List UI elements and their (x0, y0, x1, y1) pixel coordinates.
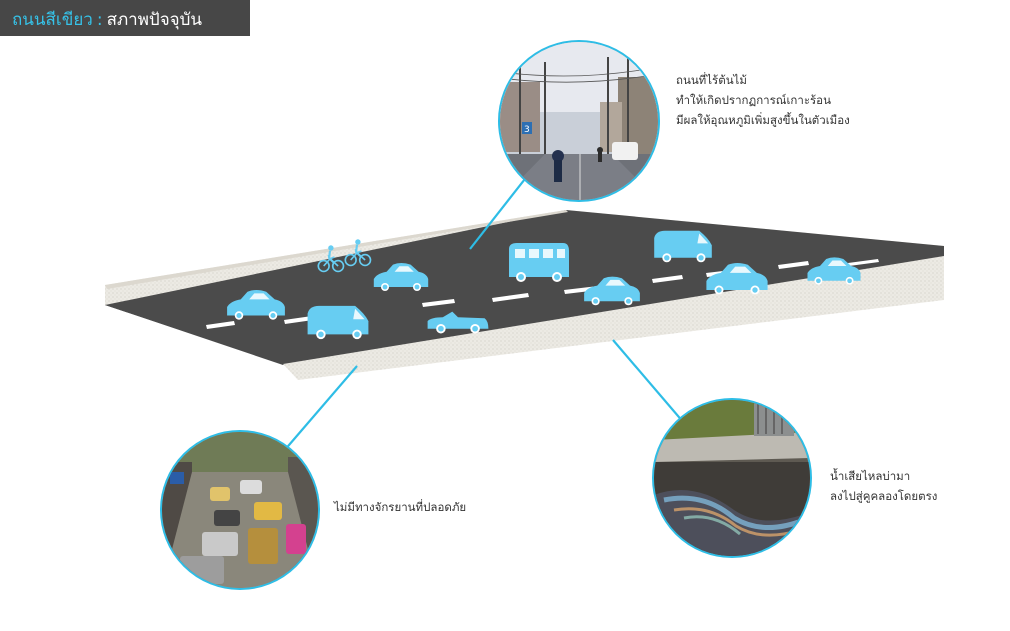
caption-line: มีผลให้อุณหภูมิเพิ่มสูงขึ้นในตัวเมือง (676, 113, 850, 127)
caption-wastewater: น้ำเสียไหลบ่ามา ลงไปสู่คูคลองโดยตรง (830, 466, 937, 506)
caption-unsafe-bike-lane: ไม่มีทางจักรยานที่ปลอดภัย (334, 497, 466, 517)
caption-line: ทำให้เกิดปรากฏการณ์เกาะร้อน (676, 93, 831, 107)
title-sub: สภาพปัจจุบัน (106, 10, 203, 30)
caption-line: ลงไปสู่คูคลองโดยตรง (830, 489, 938, 503)
sidewalk-near (283, 256, 944, 380)
caption-line: ไม่มีทางจักรยานที่ปลอดภัย (334, 500, 467, 514)
title-bar: ถนนสีเขียว:สภาพปัจจุบัน (0, 0, 250, 36)
caption-line: ถนนที่ไร้ต้นไม้ (676, 73, 747, 87)
van-2 (654, 230, 712, 263)
title-separator: : (96, 10, 103, 30)
caption-treeless-road: ถนนที่ไร้ต้นไม้ ทำให้เกิดปรากฏการณ์เกาะร… (676, 70, 850, 130)
photo-wastewater (652, 398, 812, 558)
van-1 (307, 305, 369, 340)
photo-badge: 3 (524, 125, 530, 135)
caption-line: น้ำเสียไหลบ่ามา (830, 469, 911, 483)
photo-treeless-road: 3 (498, 40, 660, 202)
callout-connectors (282, 169, 691, 453)
minibus-1 (509, 243, 569, 282)
photo-unsafe-bike-lane (160, 430, 320, 590)
title-main: ถนนสีเขียว (12, 10, 93, 30)
